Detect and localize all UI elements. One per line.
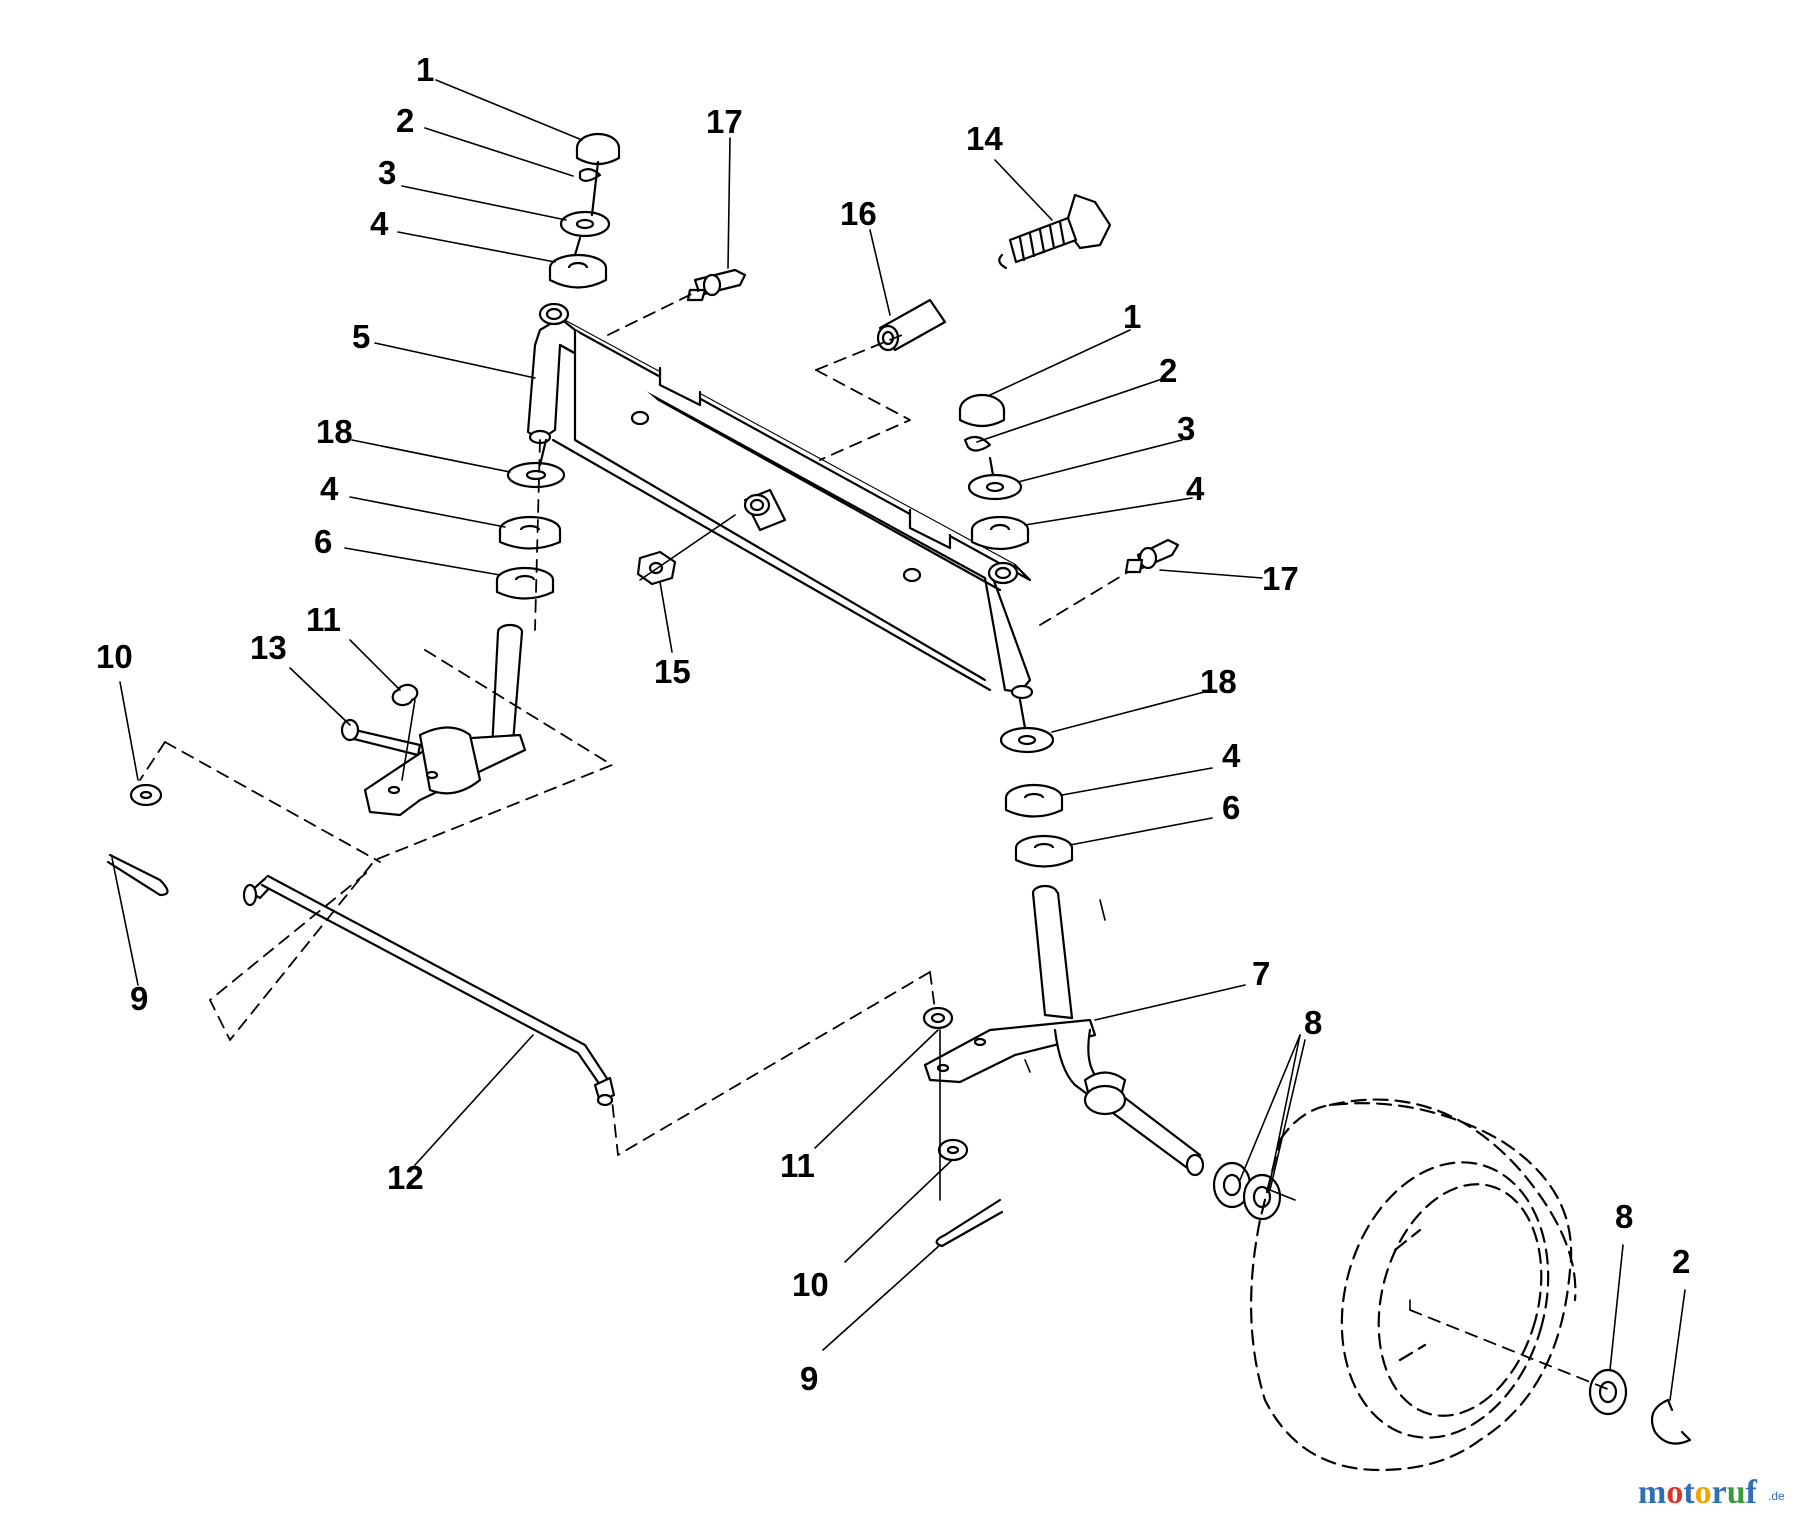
right-grease-fitting bbox=[1124, 538, 1180, 574]
callout-2-left: 2 bbox=[396, 102, 414, 139]
callout-labels: 1 2 3 4 5 18 4 6 11 13 10 9 17 16 14 15 … bbox=[96, 51, 1690, 1397]
assembly-lines bbox=[139, 289, 1611, 1391]
wm-letter: o bbox=[1666, 1474, 1683, 1511]
left-pin-stack bbox=[495, 132, 621, 600]
wm-letter: m bbox=[1638, 1474, 1666, 1511]
callout-9-left: 9 bbox=[130, 980, 148, 1017]
wm-letter: u bbox=[1727, 1474, 1746, 1511]
callout-11-left: 11 bbox=[306, 601, 341, 638]
callout-13: 13 bbox=[250, 629, 287, 666]
left-cotter-pin bbox=[106, 853, 169, 897]
callout-2-right: 2 bbox=[1159, 352, 1177, 389]
wm-letter: f bbox=[1746, 1474, 1758, 1511]
callout-11-right: 11 bbox=[780, 1147, 815, 1184]
callout-18-right: 18 bbox=[1200, 663, 1237, 700]
tie-rod bbox=[242, 874, 616, 1107]
wm-domain: .de bbox=[1768, 1489, 1785, 1503]
wm-letter: o bbox=[1695, 1474, 1712, 1511]
brand-watermark: motoruf .de bbox=[1638, 1474, 1785, 1511]
right-cotter-pin bbox=[935, 1198, 1004, 1248]
wm-letter: r bbox=[1712, 1474, 1727, 1511]
callout-3-right: 3 bbox=[1177, 410, 1195, 447]
outer-e-clip bbox=[1650, 1398, 1692, 1445]
callout-8-axle: 8 bbox=[1304, 1004, 1322, 1041]
callout-3-left: 3 bbox=[378, 154, 396, 191]
callout-4-right-bottom: 4 bbox=[1222, 737, 1241, 774]
callout-4-left-top: 4 bbox=[370, 205, 389, 242]
left-grease-fitting bbox=[686, 268, 747, 302]
callout-6-left: 6 bbox=[314, 523, 332, 560]
callout-16: 16 bbox=[840, 195, 877, 232]
callout-4-left-bottom: 4 bbox=[320, 470, 339, 507]
right-pin-stack bbox=[958, 393, 1074, 868]
callout-1-left: 1 bbox=[416, 51, 434, 88]
callout-12: 12 bbox=[387, 1159, 424, 1196]
callout-18-left: 18 bbox=[316, 413, 353, 450]
callout-5: 5 bbox=[352, 318, 370, 355]
callout-1-right: 1 bbox=[1123, 298, 1141, 335]
callout-17-left: 17 bbox=[706, 103, 743, 140]
callout-4-right-top: 4 bbox=[1186, 470, 1205, 507]
callout-15: 15 bbox=[654, 653, 691, 690]
right-clevis-washer-top bbox=[922, 1006, 954, 1030]
callout-6-right: 6 bbox=[1222, 789, 1240, 826]
callout-9-right: 9 bbox=[800, 1360, 818, 1397]
leader-lines bbox=[111, 79, 1686, 1401]
callout-8-outer: 8 bbox=[1615, 1198, 1633, 1235]
wheel-washers bbox=[1212, 1161, 1282, 1221]
wm-letter: t bbox=[1683, 1474, 1695, 1511]
callout-10-left: 10 bbox=[96, 638, 133, 675]
axle-bolt bbox=[998, 193, 1112, 270]
callout-14: 14 bbox=[966, 120, 1003, 157]
callout-10-right: 10 bbox=[792, 1266, 829, 1303]
callout-17-right: 17 bbox=[1262, 560, 1299, 597]
phantom-wheel bbox=[1250, 1098, 1577, 1472]
left-spindle bbox=[340, 623, 527, 817]
front-axle-beam bbox=[526, 302, 1034, 700]
right-clevis-washer-bottom bbox=[937, 1138, 969, 1162]
svg-text:motoruf: motoruf bbox=[1638, 1474, 1758, 1511]
outer-wheel-washer bbox=[1588, 1368, 1628, 1416]
left-clevis-washer bbox=[129, 783, 163, 807]
callout-7: 7 bbox=[1252, 955, 1270, 992]
right-spindle bbox=[923, 884, 1205, 1177]
callout-2-outer: 2 bbox=[1672, 1243, 1690, 1280]
